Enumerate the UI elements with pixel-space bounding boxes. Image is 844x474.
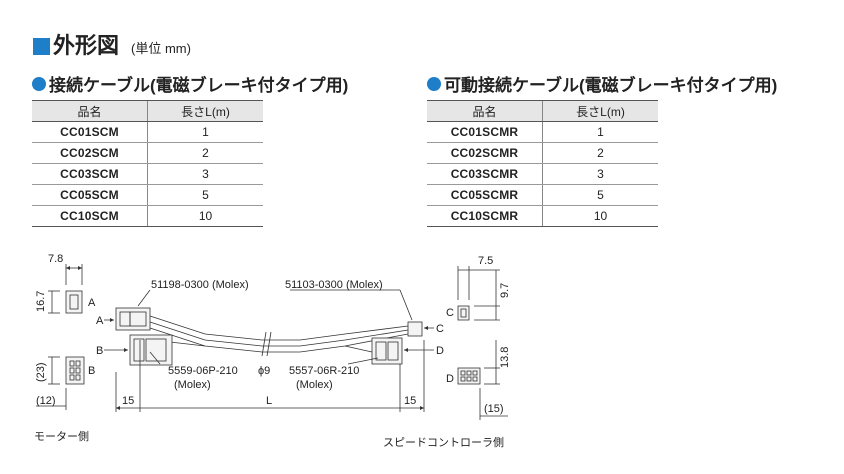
part-number-b-maker: (Molex) (174, 379, 211, 391)
label-b-motor: B (88, 365, 95, 377)
dim-ctrl-d-width: (15) (484, 403, 504, 415)
column-header: 長さL(m) (147, 100, 263, 122)
section-heading: 外形図 (単位 mm) (33, 28, 191, 60)
unit-note: (単位 mm) (131, 41, 191, 56)
part-number-a: 51198-0300 (Molex) (151, 279, 249, 291)
arrow-icon (110, 318, 114, 322)
controller-side-caption: スピードコントローラ側 (383, 437, 504, 449)
dim-motor-a-height: 16.7 (35, 291, 47, 312)
part-number-d-maker: (Molex) (296, 379, 333, 391)
dim-motor-b-width: (12) (36, 395, 56, 407)
cable-table-right: 可動接続ケーブル(電磁ブレーキ付タイプ用) 品名 長さL(m) CC01SCMR… (427, 71, 777, 227)
label-b-main: B (96, 345, 103, 357)
dim-diameter: ϕ9 (258, 365, 270, 377)
table-left-title: 接続ケーブル(電磁ブレーキ付タイプ用) (49, 76, 349, 95)
column-header: 長さL(m) (542, 100, 658, 122)
arrow-icon (420, 406, 424, 410)
part-number-b: 5559-06P-210 (168, 365, 238, 377)
dim-motor-b-height: (23) (35, 362, 47, 382)
dim-ctrl-c-width: 7.5 (478, 255, 493, 267)
label-c-main: C (436, 323, 444, 335)
table-right-title: 可動接続ケーブル(電磁ブレーキ付タイプ用) (444, 76, 778, 95)
label-c-ctrl: C (446, 307, 454, 319)
section-title: 外形図 (53, 33, 120, 58)
column-header: 品名 (32, 100, 148, 122)
blue-square-icon (33, 38, 50, 55)
arrow-icon (124, 348, 128, 352)
part-number-d: 5557-06R-210 (289, 365, 359, 377)
blue-dot-icon (427, 76, 441, 91)
part-number-c: 51103-0300 (Molex) (285, 279, 383, 291)
arrow-icon (116, 406, 120, 410)
dim-ctrl-d-height: 13.8 (499, 347, 511, 368)
label-a-motor: A (88, 297, 96, 309)
arrow-icon (424, 326, 428, 330)
dim-left-end: 15 (122, 395, 134, 407)
dim-motor-a-width: 7.8 (48, 253, 63, 265)
motor-side-caption: モーター側 (34, 431, 89, 443)
arrow-icon (404, 348, 408, 352)
blue-dot-icon (32, 76, 46, 91)
label-d-ctrl: D (446, 373, 454, 385)
arrow-icon (66, 266, 70, 270)
dim-right-end: 15 (404, 395, 416, 407)
label-a-main: A (96, 315, 104, 327)
dim-ctrl-c-height: 9.7 (499, 283, 511, 298)
dim-length: L (266, 395, 272, 407)
arrow-icon (78, 266, 82, 270)
column-header: 品名 (427, 100, 543, 122)
label-d-main: D (436, 345, 444, 357)
